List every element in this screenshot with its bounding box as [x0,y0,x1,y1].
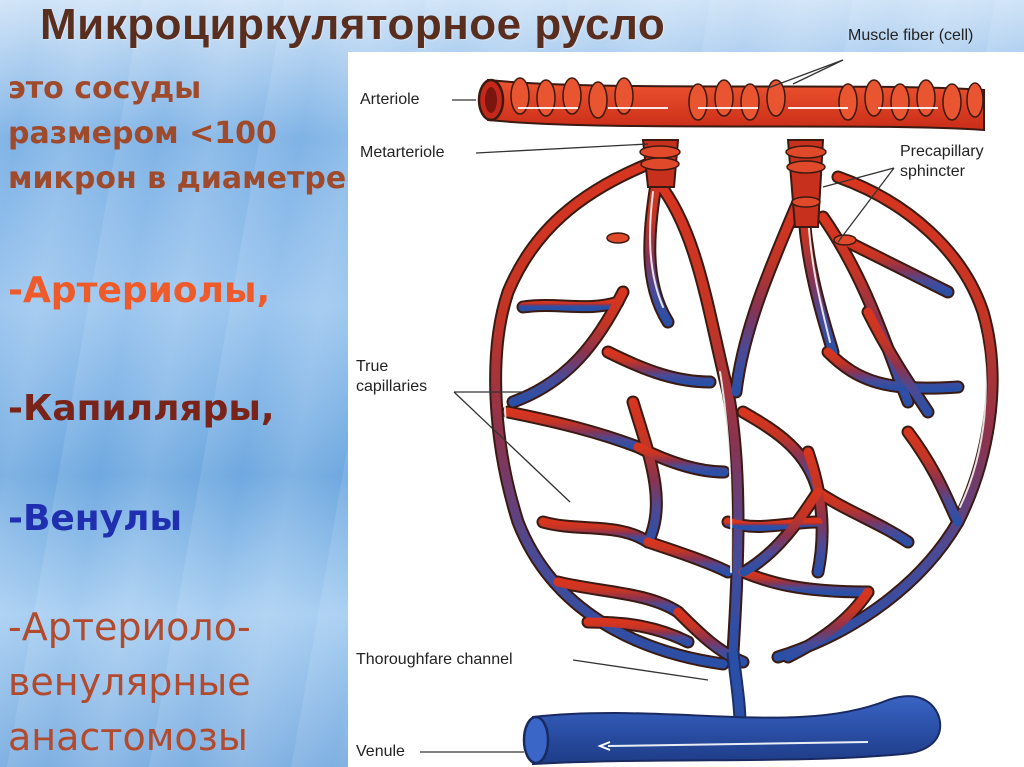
item-capillaries: -Капилляры, [8,388,275,429]
label-true-line2: capillaries [356,378,428,395]
item-av-anastomoses: -Артериоло- венулярные анастомозы [8,600,353,765]
intro-line-2: размером <100 [8,116,277,151]
label-precapillary-line2: sphincter [900,163,965,180]
label-venule: Venule [356,743,405,760]
leader-lines [420,59,895,753]
av-line-2: венулярные [8,660,251,704]
intro-line-1: это сосуды [8,71,202,106]
venule-vessel [522,695,942,766]
arteriole-vessel [477,77,985,132]
item-arterioles: -Артериолы, [8,270,271,311]
label-muscle-fiber: Muscle fiber (cell) [848,27,974,44]
label-true-capillaries: True capillaries [356,357,427,397]
label-metarteriole: Metarteriole [360,144,445,161]
diagram-drawing [420,59,999,766]
label-precapillary-line1: Precapillary [900,143,984,160]
intro-text: это сосуды размером <100 микрон в диамет… [8,66,353,201]
av-line-3: анастомозы [8,715,248,759]
slide-title: Микроциркуляторное русло [40,0,666,49]
item-venules: -Венулы [8,498,183,539]
label-precapillary-sphincter: Precapillary sphincter [900,142,984,182]
intro-line-3: микрон в диаметре [8,161,347,196]
av-line-1: -Артериоло- [8,605,251,649]
label-arteriole: Arteriole [360,91,420,108]
metarteriole-trunks [606,139,857,246]
thoroughfare-stem [726,651,747,725]
label-thoroughfare-channel: Thoroughfare channel [356,651,513,668]
microcirculation-diagram: Muscle fiber (cell) Arteriole Metarterio… [348,27,1024,767]
label-true-line1: True [356,358,389,375]
capillary-network [489,155,999,671]
